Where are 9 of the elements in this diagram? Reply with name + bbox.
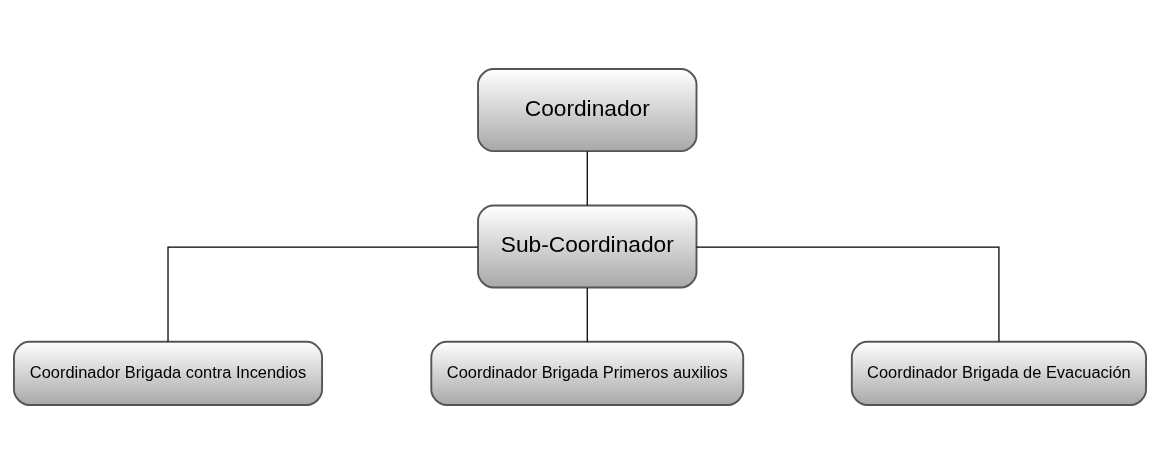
node-box: Sub-Coordinador bbox=[477, 204, 698, 289]
node-box: Coordinador bbox=[477, 68, 698, 153]
connector bbox=[695, 246, 1000, 343]
node-box: Coordinador Brigada contra Incendios bbox=[13, 340, 324, 406]
node-box: Coordinador Brigada de Evacuación bbox=[850, 340, 1147, 406]
connector bbox=[586, 150, 588, 206]
connector bbox=[167, 246, 479, 343]
node-box: Coordinador Brigada Primeros auxilios bbox=[430, 340, 745, 406]
connector bbox=[586, 287, 588, 343]
